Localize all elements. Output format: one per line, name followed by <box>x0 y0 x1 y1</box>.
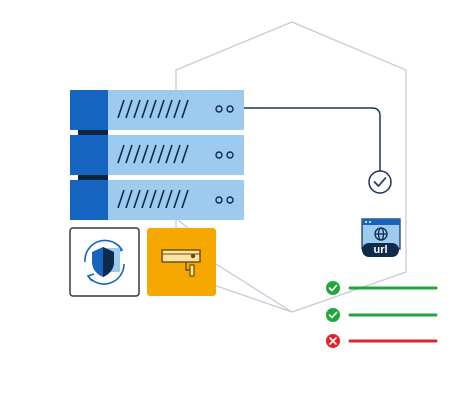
status-list <box>326 281 438 348</box>
camera-link-line <box>215 263 293 313</box>
vent-grille <box>117 99 189 119</box>
status-row-error <box>326 334 438 348</box>
vent-grille <box>117 144 189 164</box>
security-tile <box>69 227 140 297</box>
rack-link-line <box>177 219 189 229</box>
rack-slot <box>78 175 108 180</box>
rack-gap <box>70 175 244 180</box>
server-rack <box>70 90 244 220</box>
rack-gap <box>70 130 244 135</box>
rack-slot <box>78 130 108 135</box>
status-led <box>226 196 234 204</box>
server-unit-1 <box>70 90 244 130</box>
status-led <box>215 151 223 159</box>
status-led <box>215 105 223 113</box>
status-row-ok <box>326 281 438 295</box>
vent-grille <box>117 189 189 209</box>
check-icon <box>326 281 340 295</box>
connector-line <box>244 107 381 172</box>
globe-browser-icon <box>374 227 388 241</box>
security-camera-icon <box>161 249 201 277</box>
server-unit-3 <box>70 180 244 220</box>
check-circle-icon <box>368 170 392 194</box>
shield-refresh-icon <box>84 239 125 285</box>
status-led <box>226 105 234 113</box>
status-row-ok <box>326 308 438 322</box>
server-unit-2 <box>70 135 244 175</box>
camera-tile <box>147 228 216 296</box>
status-led <box>215 196 223 204</box>
status-led <box>226 151 234 159</box>
check-icon <box>326 308 340 322</box>
url-label: url <box>362 243 399 257</box>
